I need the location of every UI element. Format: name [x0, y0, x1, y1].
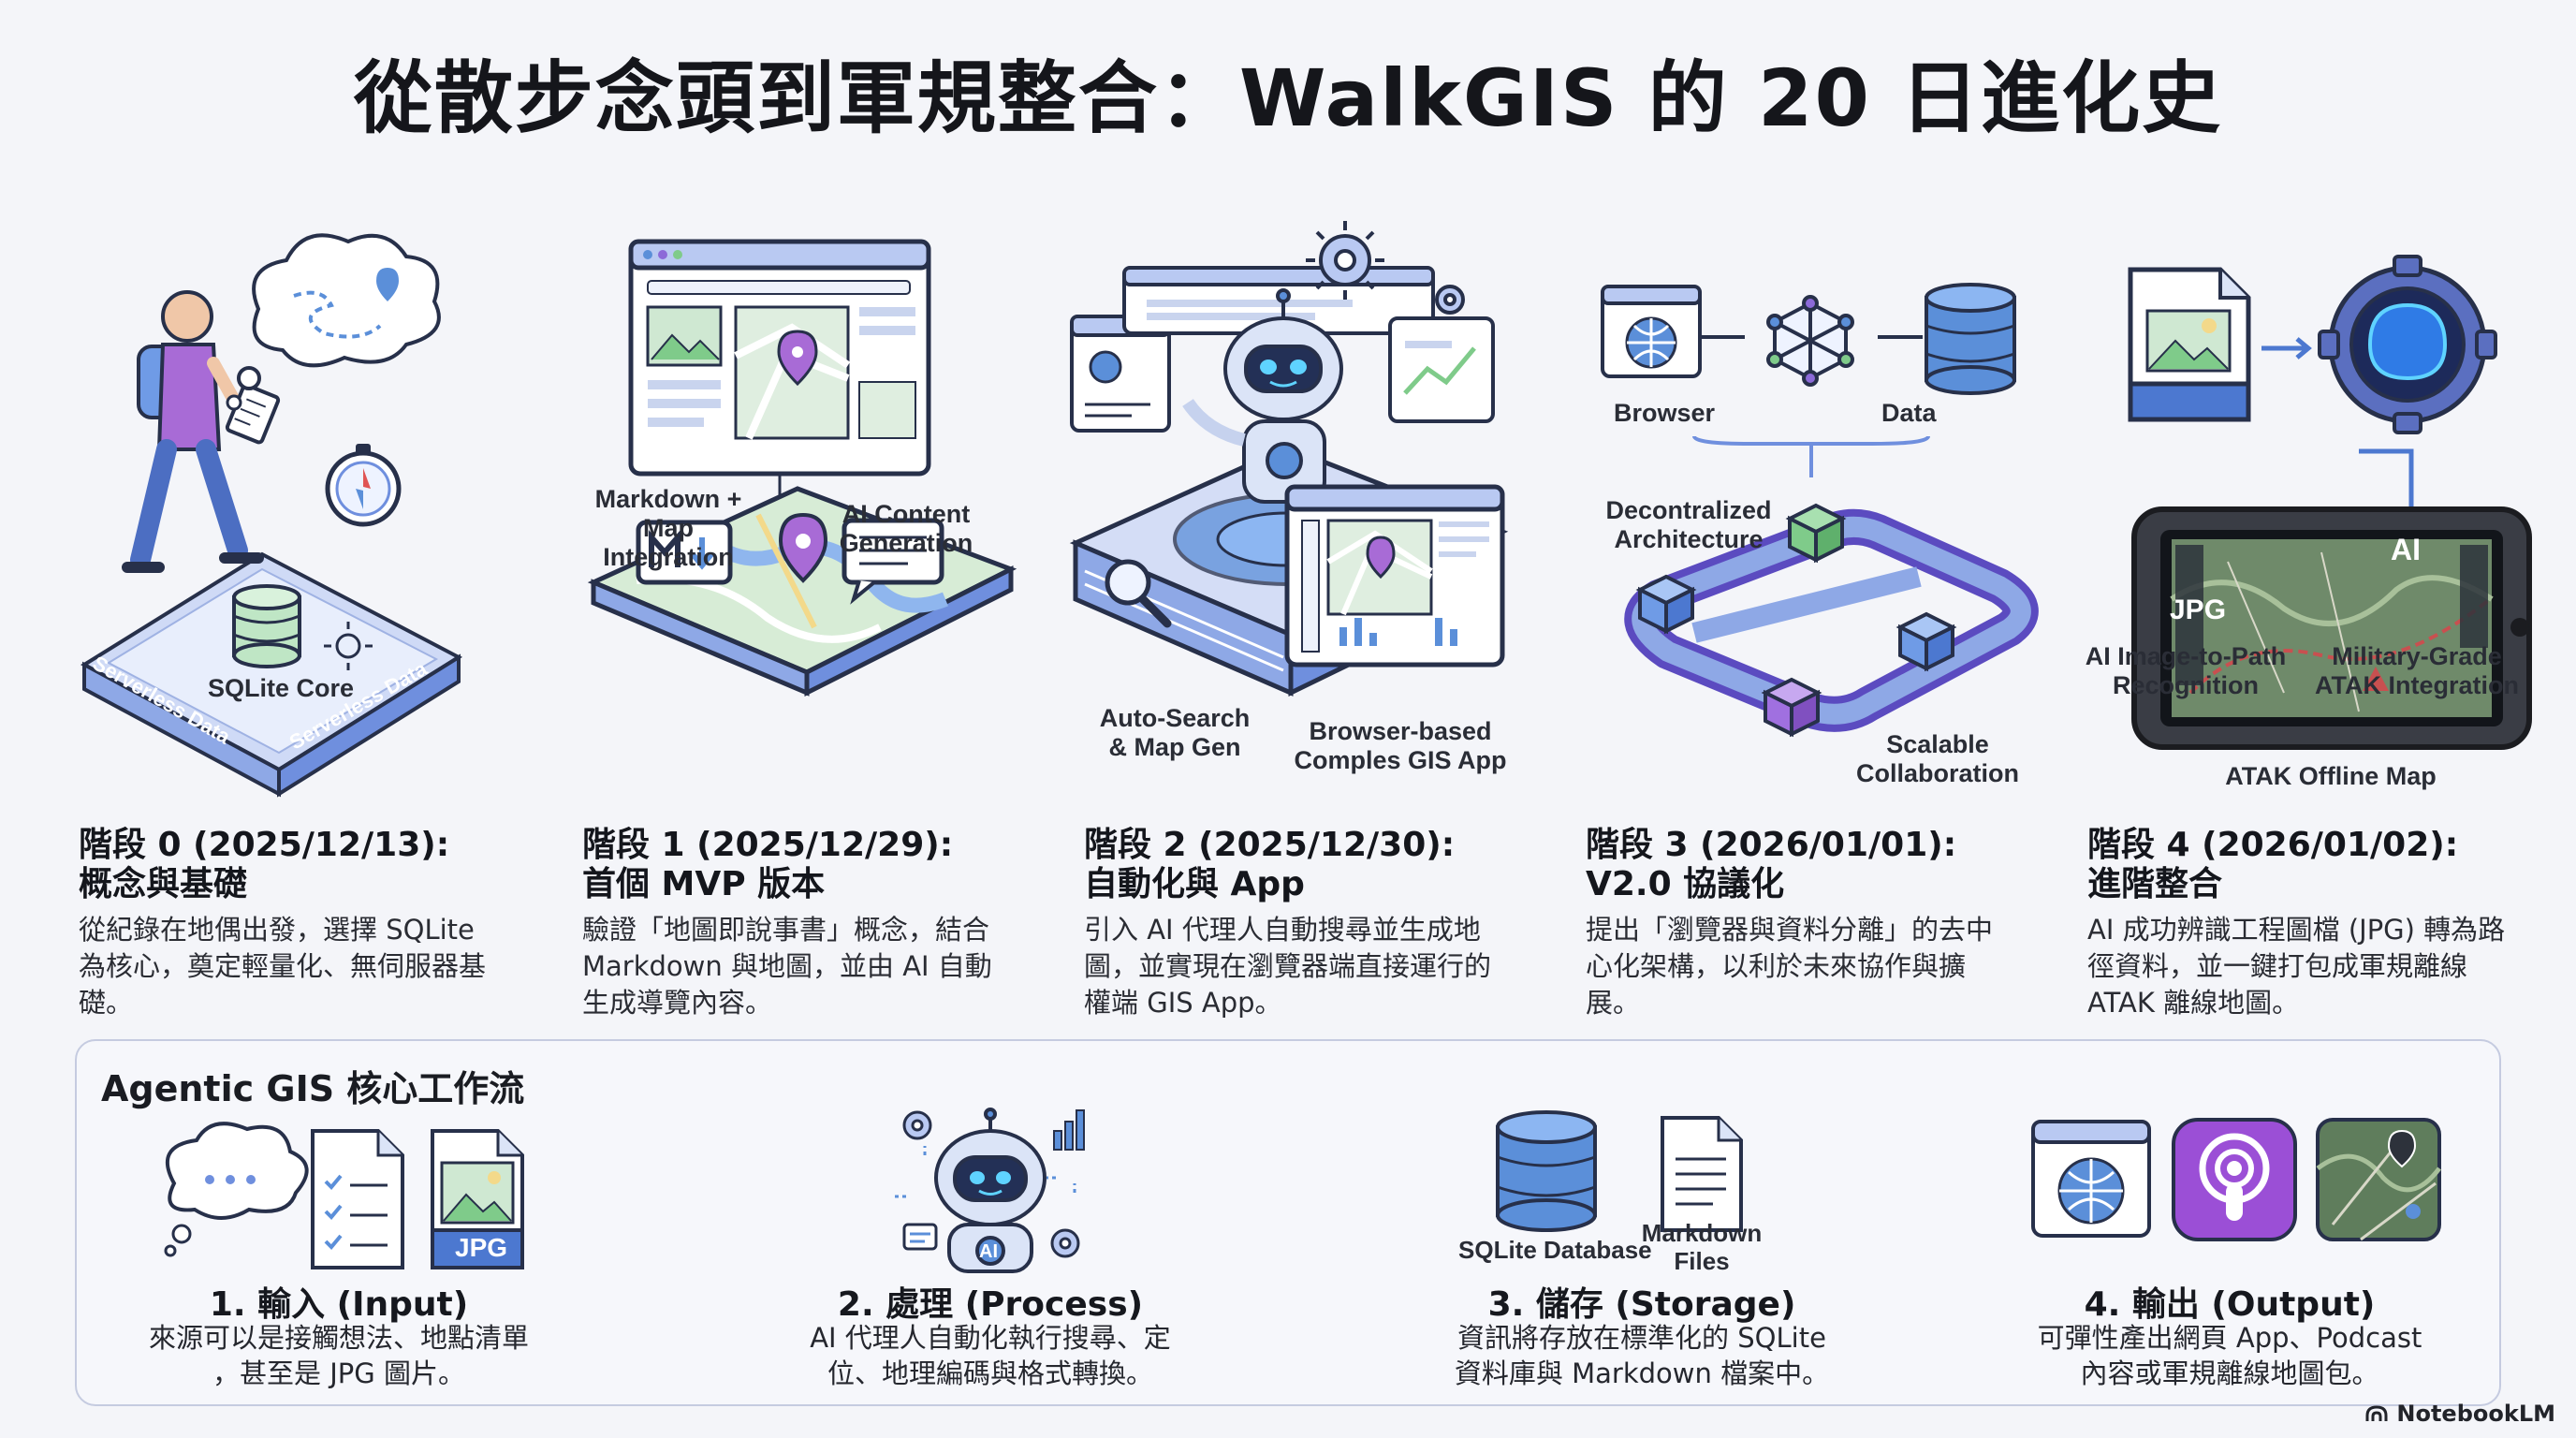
offline-map-icon	[2316, 1118, 2441, 1241]
map-pin-icon	[778, 512, 828, 583]
stage-3-illustration: Browser Data Decontralized Architecture …	[1582, 206, 2087, 805]
browser-window-icon	[628, 239, 931, 477]
walker-icon	[122, 290, 281, 573]
stage-3-heading: 階段 3 (2026/01/01):	[1586, 826, 1957, 864]
workflow-step-4-description: 可彈性產出網頁 App、Podcast 內容或軍規離線地圖包。	[2037, 1322, 2422, 1389]
jpg-file-icon	[431, 1129, 524, 1269]
stage-2-illustration: Auto-Search & Map Gen Browser-based Comp…	[1062, 206, 1568, 805]
stage-1-description: 驗證「地圖即說事書」概念，結合 Markdown 與地圖，並由 AI 自動生成導…	[582, 914, 992, 1019]
atak-offline-label: ATAK Offline Map	[2225, 762, 2437, 790]
workflow-step-2-title: 2. 處理 (Process)	[837, 1285, 1144, 1324]
workflow-panel: Agentic GIS 核心工作流	[75, 1039, 2501, 1406]
scalable-label: Scalable Collaboration	[1856, 730, 2019, 787]
jpg-file-icon	[2128, 267, 2251, 422]
stage-4-text: 階段 4 (2026/01/02): 進階整合 AI 成功辨識工程圖檔 (JPG…	[2087, 826, 2555, 1021]
notebooklm-logo-icon	[2365, 1405, 2388, 1421]
stage-3-description: 提出「瀏覽器與資料分離」的去中心化架構，以利於未來協作與擴展。	[1586, 914, 1994, 1019]
workflow-step-3-description: 資訊將存放在標準化的 SQLite 資料庫與 Markdown 檔案中。	[1454, 1322, 1830, 1389]
decentralized-label: Decontralized Architecture	[1605, 496, 1772, 553]
browser-label: Browser	[1614, 399, 1716, 427]
workflow-step-input: JPG 1. 輸入 (Input) 來源可以是接觸想法、地點清單 ，甚至是 JP…	[95, 1103, 582, 1393]
ai-badge-label: AI	[2391, 533, 2421, 566]
thought-bubble-icon	[164, 1122, 309, 1257]
compass-icon	[325, 444, 402, 527]
brand-text: NotebookLM	[2396, 1401, 2555, 1427]
document-lines-icon	[902, 1223, 938, 1251]
stage-2-heading: 階段 2 (2025/12/30):	[1084, 826, 1456, 864]
database-icon	[1496, 1110, 1597, 1232]
workflow-jpg-label: JPG	[455, 1233, 508, 1262]
bar-chart-icon	[1053, 1109, 1085, 1151]
ai-gear-icon	[2318, 255, 2497, 434]
robot-icon	[1182, 288, 1343, 504]
stage-1-heading: 階段 1 (2025/12/29):	[582, 826, 954, 864]
stage-4-illustration: JPG AI AI Image-to-Path Recognition Mili…	[2078, 206, 2576, 805]
cube-pipe-icon	[1624, 503, 2039, 738]
page-title: 從散步念頭到軍規整合：WalkGIS 的 20 日進化史	[353, 52, 2223, 144]
stage-0-heading: 階段 0 (2025/12/13):	[79, 826, 450, 864]
checklist-icon	[311, 1129, 404, 1269]
workflow-step-output: 4. 輸出 (Output) 可彈性產出網頁 App、Podcast 內容或軍規…	[1986, 1103, 2473, 1393]
rugged-tablet-icon	[2131, 506, 2532, 750]
robot-icon	[934, 1108, 1046, 1273]
gear-icon	[1306, 221, 1465, 315]
data-label: Data	[1881, 399, 1937, 427]
sparkle-icon	[324, 622, 373, 670]
stage-3-subtitle: V2.0 協議化	[1586, 865, 1785, 903]
ai-content-label: AI Content Generation	[839, 500, 973, 557]
workflow-title: Agentic GIS 核心工作流	[101, 1068, 525, 1109]
network-icon	[1766, 295, 1854, 387]
globe-window-icon	[2031, 1120, 2151, 1238]
workflow-step-process: AI 2. 處理 (Process) AI 代理人自動化執行搜尋、定 位、地理編…	[747, 1103, 1234, 1393]
stage-1-illustration: Markdown + Map Integration AI Content Ge…	[562, 206, 1067, 805]
stage-4-subtitle: 進階整合	[2087, 865, 2223, 903]
stage-4-description: AI 成功辨識工程圖檔 (JPG) 轉為路徑資料，並一鍵打包成軍規離線 ATAK…	[2087, 914, 2506, 1019]
thought-cloud-icon	[226, 233, 441, 411]
brand-mark: NotebookLM	[2364, 1401, 2555, 1427]
stage-2-description: 引入 AI 代理人自動搜尋並生成地圖，並實現在瀏覽器端直接運行的權端 GIS A…	[1084, 914, 1492, 1019]
sqlite-core-label: SQLite Core	[208, 674, 355, 702]
stage-4-heading: 階段 4 (2026/01/02):	[2087, 826, 2459, 864]
globe-icon	[1601, 285, 1702, 378]
markdown-integration-label: Markdown + Map Integration	[594, 485, 742, 571]
chart-window-icon	[1388, 316, 1495, 423]
stage-0-text: 階段 0 (2025/12/13): 概念與基礎 從紀錄在地偶出發，選擇 SQL…	[79, 826, 547, 1021]
database-icon	[232, 584, 301, 668]
workflow-step-1-description: 來源可以是接觸想法、地點清單 ，甚至是 JPG 圖片。	[148, 1322, 529, 1389]
jpg-badge-label: JPG	[2170, 594, 2227, 625]
atak-integration-label: Military-Grade ATAK Integration	[2315, 642, 2519, 699]
workflow-step-4-title: 4. 輸出 (Output)	[2084, 1285, 2376, 1324]
stage-0-illustration: SQLite Core Serverless Data Serverless D…	[66, 206, 571, 805]
recognition-label: AI Image-to-Path Recognition	[2085, 642, 2287, 699]
stage-1-subtitle: 首個 MVP 版本	[582, 865, 826, 903]
auto-search-label: Auto-Search & Map Gen	[1099, 704, 1251, 761]
stage-1-text: 階段 1 (2025/12/29): 首個 MVP 版本 驗證「地圖即說事書」概…	[582, 826, 1050, 1021]
stage-0-description: 從紀錄在地偶出發，選擇 SQLite 為核心，奠定輕量化、無伺服器基礎。	[79, 914, 487, 1019]
markdown-file-icon	[1661, 1116, 1743, 1232]
workflow-step-1-title: 1. 輸入 (Input)	[209, 1285, 469, 1324]
stage-2-text: 階段 2 (2025/12/30): 自動化與 App 引入 AI 代理人自動搜…	[1084, 826, 1552, 1021]
stage-3-text: 階段 3 (2026/01/01): V2.0 協議化 提出「瀏覽器與資料分離」…	[1586, 826, 2054, 1021]
magnifier-icon	[1105, 559, 1172, 628]
workflow-step-2-description: AI 代理人自動化執行搜尋、定 位、地理編碼與格式轉換。	[810, 1322, 1171, 1389]
chat-bubble-icon	[842, 518, 944, 605]
browser-app-label: Browser-based Comples GIS App	[1294, 717, 1507, 774]
markdown-icon	[636, 520, 733, 585]
stage-2-subtitle: 自動化與 App	[1084, 865, 1305, 903]
workflow-step-storage: SQLite Database Markdown Files 3. 儲存 (St…	[1398, 1103, 1885, 1393]
podcast-icon	[2172, 1118, 2297, 1241]
gear-icon	[902, 1110, 1080, 1258]
stage-0-subtitle: 概念與基礎	[79, 865, 248, 903]
database-icon	[1925, 283, 2016, 395]
workflow-ai-label: AI	[979, 1241, 998, 1262]
workflow-sqlite-label: SQLite Database	[1458, 1236, 1652, 1264]
map-window-icon	[1284, 484, 1505, 668]
workflow-step-3-title: 3. 儲存 (Storage)	[1487, 1285, 1796, 1324]
workflow-markdown-label: Markdown Files	[1641, 1219, 1763, 1275]
